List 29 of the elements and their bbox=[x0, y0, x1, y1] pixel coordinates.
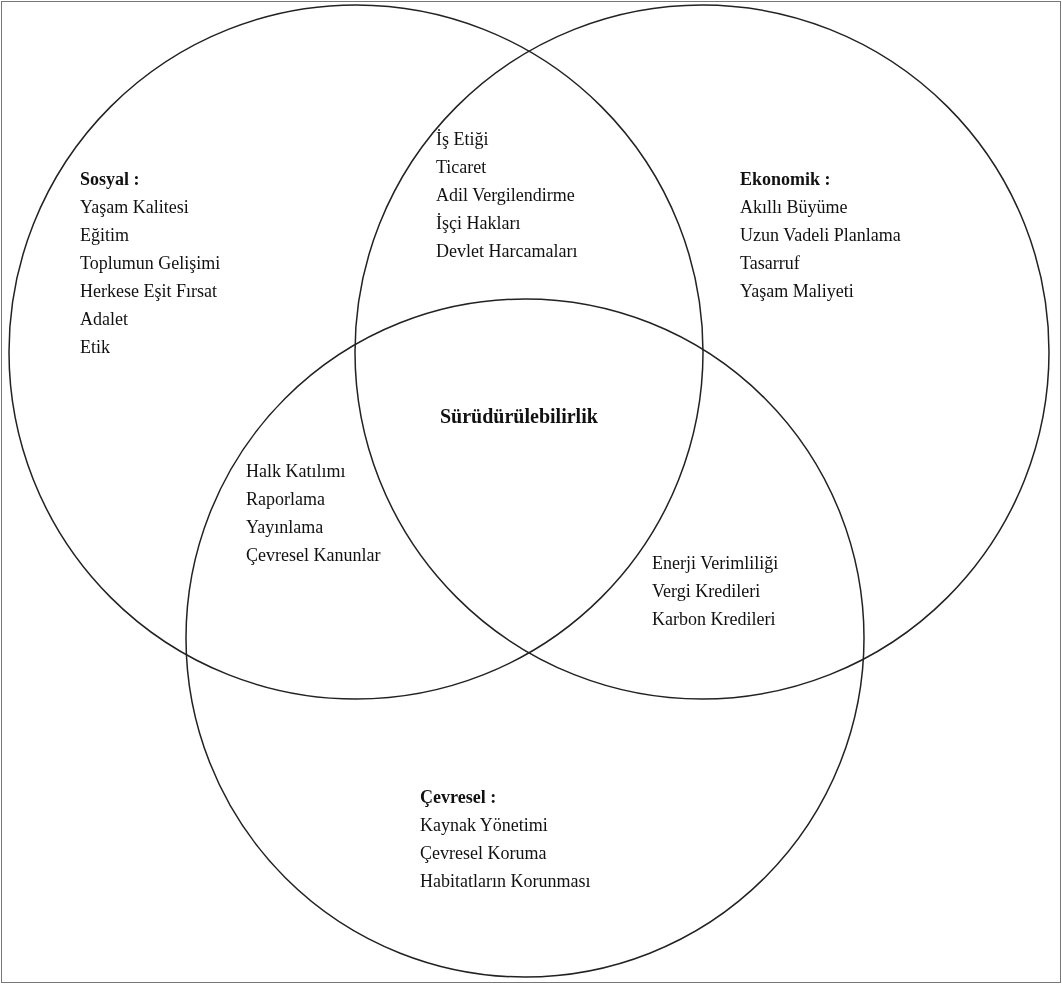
category-heading: Çevresel : bbox=[420, 786, 497, 808]
intersection-item: İşçi Hakları bbox=[436, 212, 521, 234]
intersection-item: Devlet Harcamaları bbox=[436, 240, 578, 262]
intersection-item: Raporlama bbox=[246, 488, 325, 510]
list-item: Uzun Vadeli Planlama bbox=[740, 224, 901, 246]
list-item: Toplumun Gelişimi bbox=[80, 252, 221, 274]
list-item: Çevresel Koruma bbox=[420, 842, 547, 864]
list-item: Habitatların Korunması bbox=[420, 870, 591, 892]
intersection-item: Enerji Verimliliği bbox=[652, 552, 779, 574]
center-label: Sürüdürülebilirlik bbox=[440, 405, 598, 427]
category-heading: Sosyal : bbox=[80, 168, 140, 190]
intersection-item: Yayınlama bbox=[246, 516, 324, 538]
intersection-item: Vergi Kredileri bbox=[652, 580, 761, 602]
intersection-item: Karbon Kredileri bbox=[652, 608, 776, 630]
list-item: Eğitim bbox=[80, 224, 129, 246]
intersection-item: İş Etiği bbox=[436, 128, 489, 150]
list-item: Yaşam Maliyeti bbox=[740, 280, 854, 302]
intersection-item: Ticaret bbox=[436, 156, 487, 178]
intersection-item: Halk Katılımı bbox=[246, 460, 346, 482]
list-item: Yaşam Kalitesi bbox=[80, 196, 189, 218]
list-item: Kaynak Yönetimi bbox=[420, 814, 548, 836]
category-heading: Ekonomik : bbox=[740, 168, 831, 190]
intersection-item: Adil Vergilendirme bbox=[436, 184, 575, 206]
list-item: Adalet bbox=[80, 308, 128, 330]
list-item: Tasarruf bbox=[740, 252, 800, 274]
list-item: Herkese Eşit Fırsat bbox=[80, 280, 217, 302]
list-item: Etik bbox=[80, 336, 110, 358]
intersection-item: Çevresel Kanunlar bbox=[246, 544, 381, 566]
list-item: Akıllı Büyüme bbox=[740, 196, 848, 218]
